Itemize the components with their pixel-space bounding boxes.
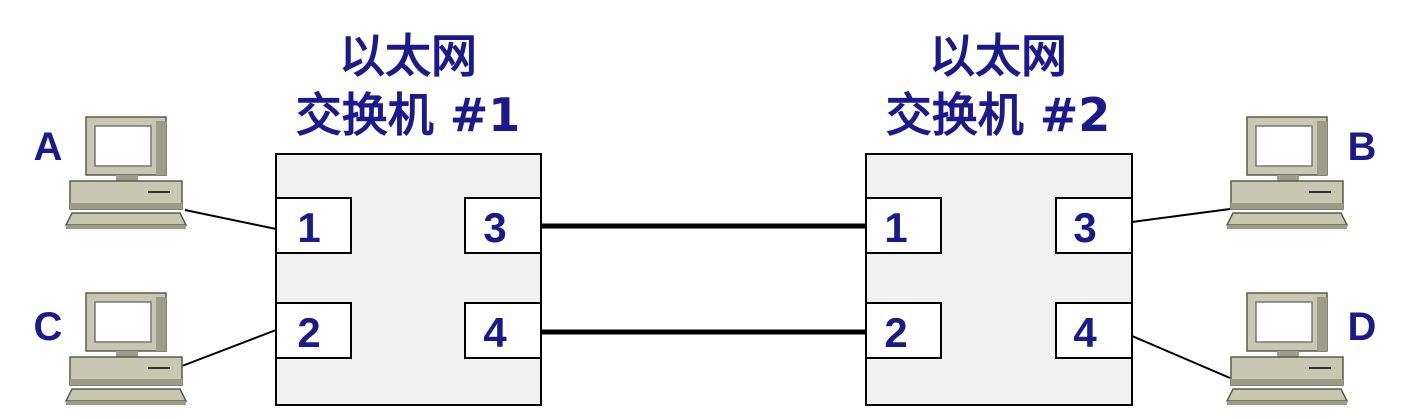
switch-2: 以太网 交换机 #2 1 2 3 4 bbox=[865, 29, 1133, 406]
switch-2-title-line2: 交换机 #2 bbox=[886, 88, 1111, 142]
port-label: 1 bbox=[297, 204, 320, 251]
switch-2-port-2: 2 bbox=[865, 302, 942, 359]
port-label: 4 bbox=[483, 309, 507, 356]
port-label: 4 bbox=[1073, 309, 1097, 356]
host-d-label: D bbox=[1348, 305, 1377, 349]
computer-icon bbox=[65, 292, 187, 406]
link-c-switch1-port2 bbox=[181, 329, 277, 367]
port-label: 3 bbox=[1073, 204, 1096, 251]
switch-2-port-4: 4 bbox=[1055, 302, 1133, 359]
host-a: A bbox=[34, 116, 187, 230]
host-c-label: C bbox=[34, 305, 63, 349]
port-label: 2 bbox=[297, 309, 320, 356]
computer-icon bbox=[1226, 292, 1348, 406]
switch-2-port-3: 3 bbox=[1055, 197, 1133, 254]
computer-icon bbox=[1226, 116, 1348, 230]
switch-2-port-1: 1 bbox=[865, 197, 942, 254]
port-label: 3 bbox=[483, 204, 506, 251]
switch-2-body bbox=[865, 153, 1133, 406]
host-a-label: A bbox=[34, 125, 63, 169]
host-b-label: B bbox=[1348, 125, 1377, 169]
port-label: 1 bbox=[884, 204, 907, 251]
computer-icon bbox=[65, 116, 187, 230]
port-label: 2 bbox=[884, 309, 907, 356]
switch-1-title-line1: 以太网 bbox=[339, 29, 477, 83]
host-b: B bbox=[1226, 116, 1377, 230]
host-d: D bbox=[1226, 292, 1377, 406]
switch-1-port-3: 3 bbox=[464, 197, 542, 254]
link-switch2-port3-b bbox=[1131, 208, 1231, 223]
link-a-switch1-port1 bbox=[184, 209, 277, 230]
switch-1: 以太网 交换机 #1 1 2 3 4 bbox=[275, 29, 542, 406]
switch-1-port-2: 2 bbox=[275, 302, 352, 359]
switch-1-port-4: 4 bbox=[464, 302, 542, 359]
switch-1-port-1: 1 bbox=[275, 197, 352, 254]
host-c: C bbox=[34, 292, 187, 406]
link-switch2-port4-d bbox=[1131, 335, 1231, 379]
switch-1-body bbox=[275, 153, 542, 406]
links bbox=[181, 208, 1231, 379]
switch-1-title-line2: 交换机 #1 bbox=[296, 88, 521, 142]
switch-2-title-line1: 以太网 bbox=[929, 29, 1067, 83]
